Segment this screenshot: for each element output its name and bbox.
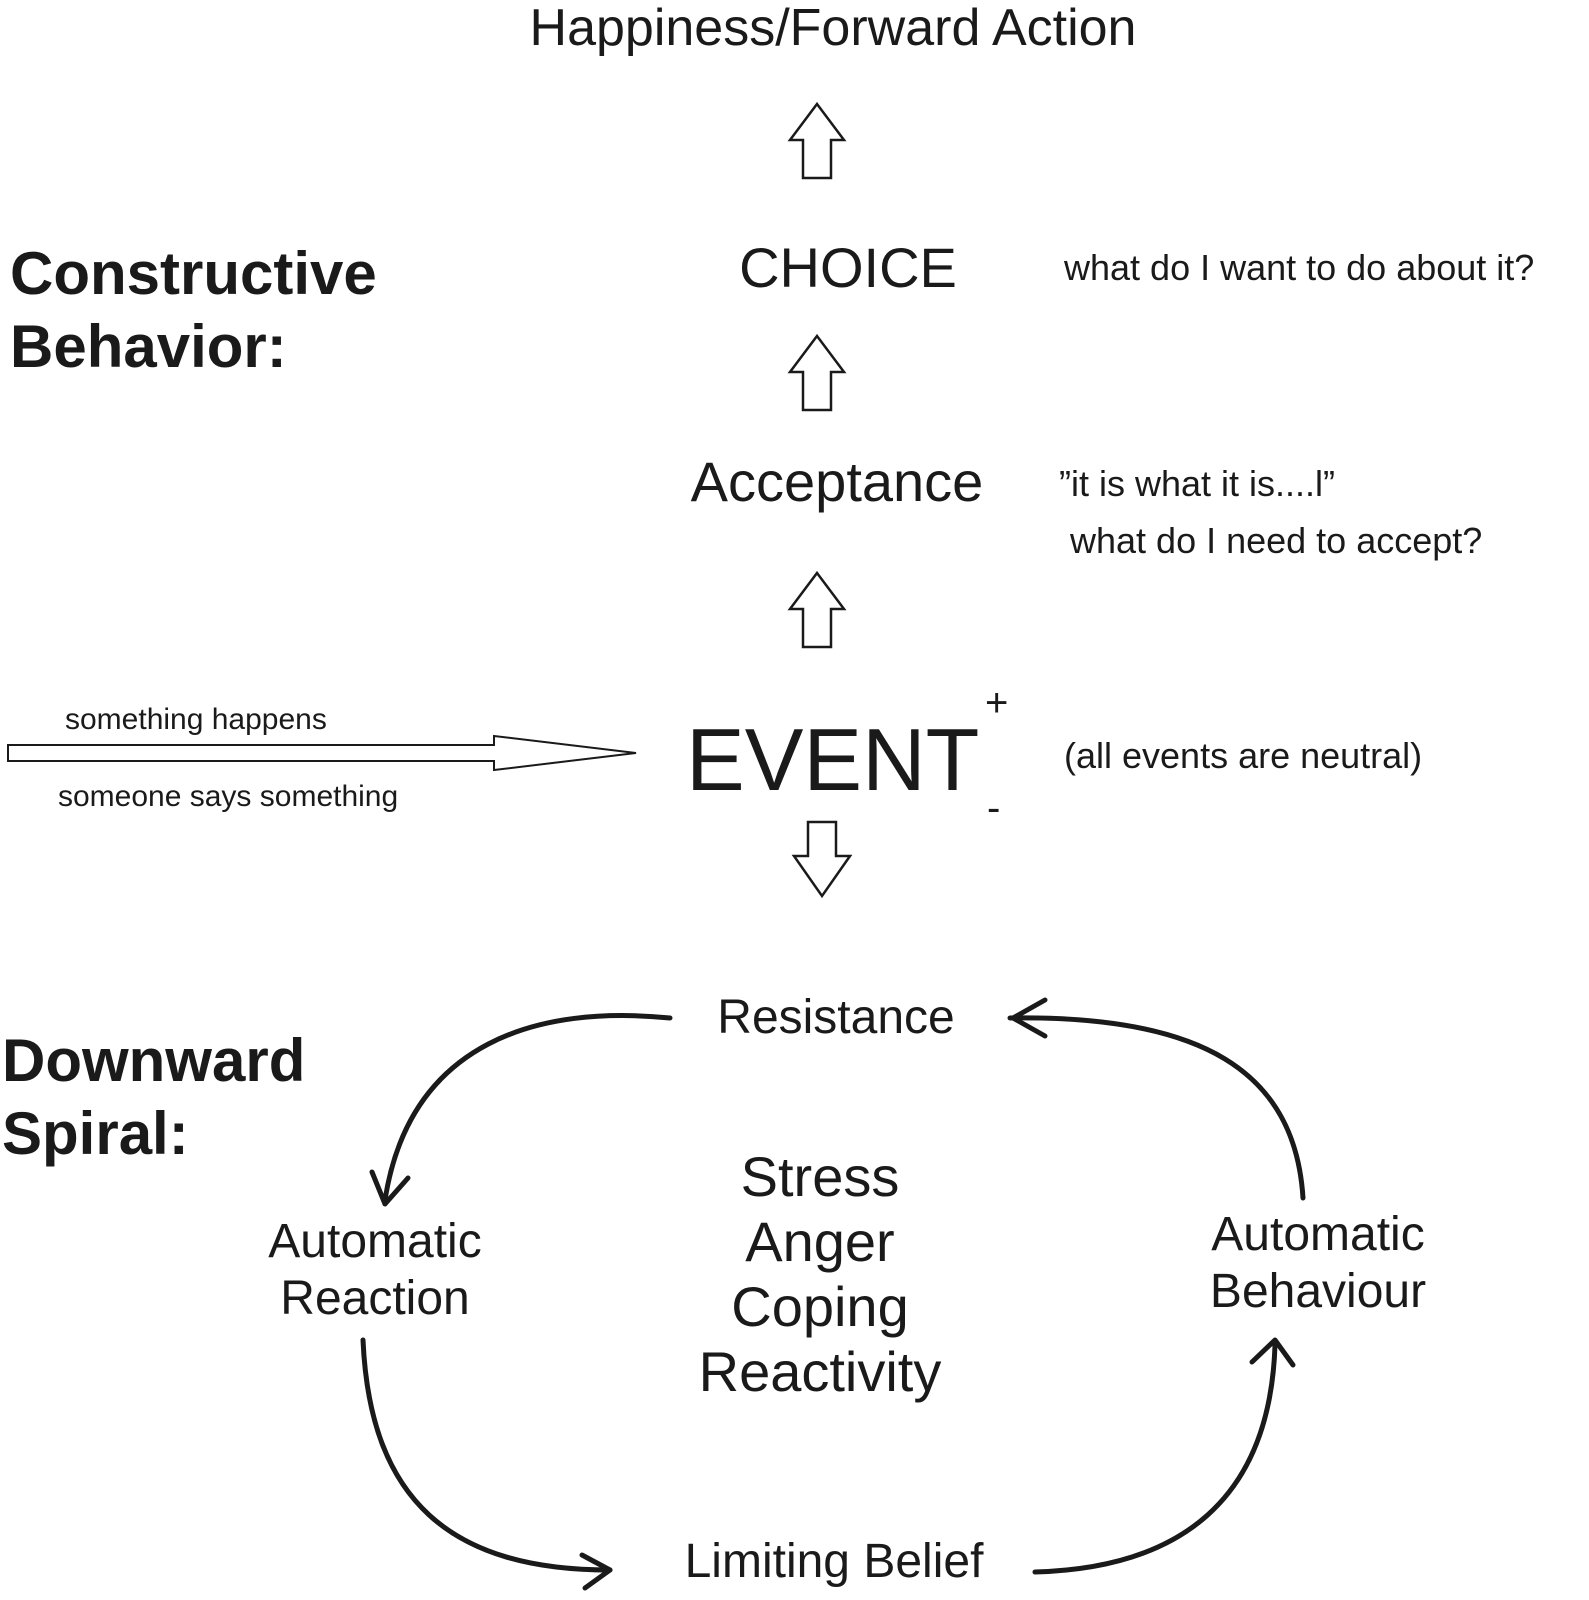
event-plus: + <box>985 681 1009 725</box>
event-minus: - <box>987 786 1001 830</box>
choice-note: what do I want to do about it? <box>1064 247 1535 288</box>
curve-behaviour-to-resistance <box>1007 1015 1306 1201</box>
constructive-heading-line-1: Constructive <box>10 240 377 307</box>
down-arrow-to-resistance <box>791 820 853 899</box>
automatic-reaction-line-1: Automatic <box>268 1215 482 1268</box>
downward-heading-line-1: Downward <box>2 1027 306 1094</box>
trigger-text-2: someone says something <box>58 780 399 813</box>
constructive-heading-line-2: Behavior: <box>10 313 287 380</box>
automatic-behaviour-line-2: Behaviour <box>1209 1265 1427 1318</box>
arrowhead-reaction <box>369 1169 411 1207</box>
acceptance-note-2: what do I need to accept? <box>1070 520 1483 561</box>
constructive-heading: Constructive Behavior: <box>10 237 377 383</box>
acceptance-label: Acceptance <box>690 450 984 513</box>
event-label: EVENT <box>686 710 980 809</box>
event-note: (all events are neutral) <box>1064 735 1423 776</box>
arrowhead-behaviour <box>1249 1337 1296 1368</box>
acceptance-note-1: ”it is what it is....l” <box>1059 463 1336 504</box>
automatic-behaviour-line-1: Automatic <box>1211 1208 1425 1261</box>
automatic-behaviour-label: Automatic Behaviour <box>1210 1206 1426 1320</box>
curve-resistance-to-reaction <box>382 1013 673 1203</box>
up-arrow-to-acceptance <box>787 570 847 649</box>
automatic-reaction-label: Automatic Reaction <box>268 1213 481 1327</box>
limiting-belief-label: Limiting Belief <box>684 1535 984 1588</box>
arrowhead-resistance <box>1010 997 1048 1039</box>
center-state-anger: Anger <box>745 1210 895 1273</box>
up-arrow-to-goal <box>787 101 847 180</box>
automatic-reaction-line-2: Reaction <box>280 1272 470 1325</box>
curve-belief-to-behaviour <box>1032 1342 1278 1575</box>
downward-heading-line-2: Spiral: <box>2 1100 189 1167</box>
center-states: Stress Anger Coping Reactivity <box>699 1144 942 1404</box>
trigger-text-1: something happens <box>65 703 327 736</box>
center-state-stress: Stress <box>740 1145 900 1208</box>
center-state-reactivity: Reactivity <box>698 1340 942 1403</box>
trigger-arrow <box>7 734 637 772</box>
up-arrow-to-choice <box>787 333 847 412</box>
downward-heading: Downward Spiral: <box>2 1024 305 1170</box>
curve-reaction-to-belief <box>360 1337 613 1573</box>
choice-label: CHOICE <box>739 236 957 299</box>
center-state-coping: Coping <box>731 1275 909 1338</box>
resistance-label: Resistance <box>717 991 955 1044</box>
goal-label: Happiness/Forward Action <box>529 0 1137 57</box>
arrowhead-belief <box>579 1552 613 1591</box>
